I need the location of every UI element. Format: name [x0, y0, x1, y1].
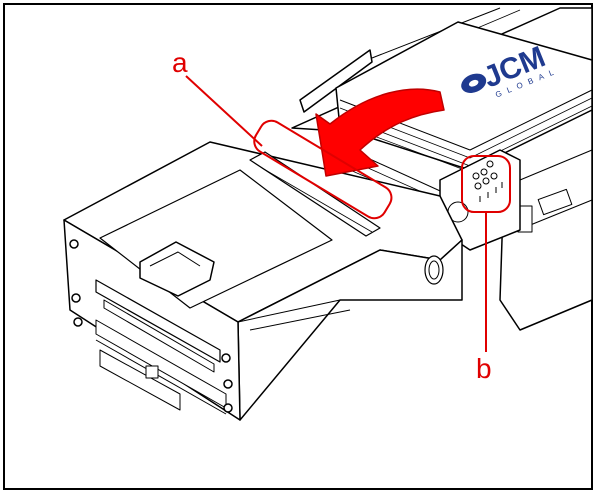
callout-a-leader — [185, 75, 263, 147]
callout-b-label: b — [476, 353, 492, 384]
insertion-arrow-icon — [315, 88, 445, 177]
callout-a-highlight — [253, 119, 393, 220]
acceptor-head — [63, 141, 463, 421]
status-led-cluster — [472, 160, 503, 202]
callout-b: b — [461, 155, 511, 384]
callout-a: a — [172, 47, 393, 220]
callout-a-label: a — [172, 47, 188, 78]
